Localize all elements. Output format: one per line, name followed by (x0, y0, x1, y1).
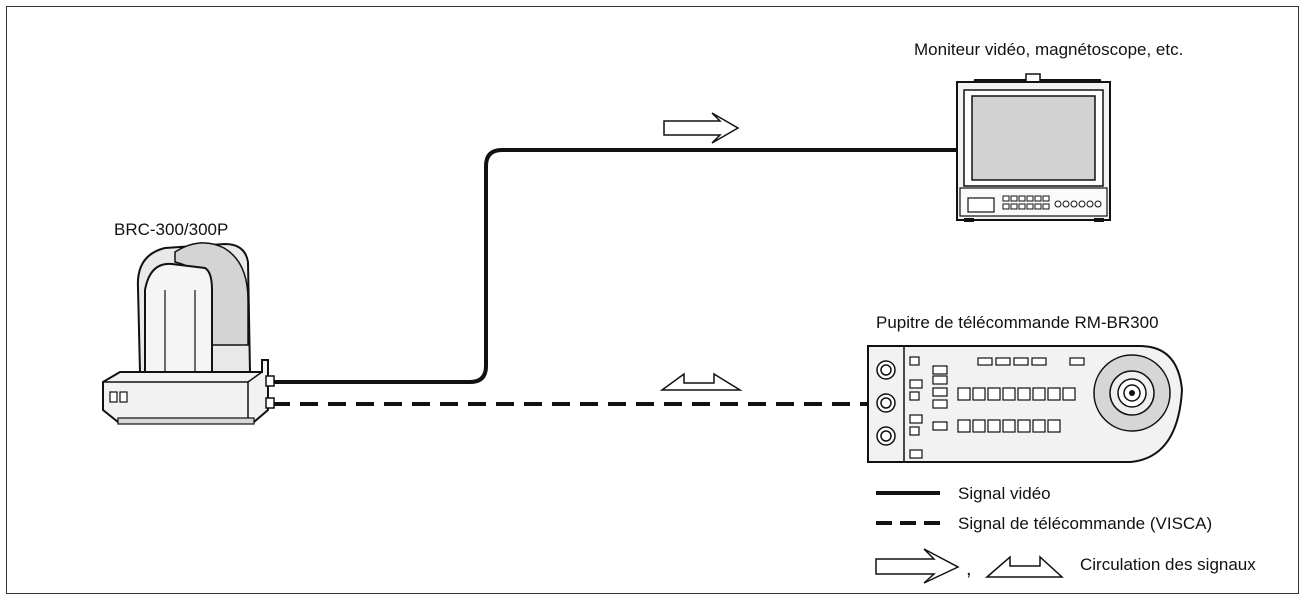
legend-flow-text: Circulation des signaux (1080, 555, 1256, 574)
video-flow-arrow (663, 112, 740, 144)
legend-forward-arrow-icon (875, 548, 960, 584)
legend-control-text: Signal de télécommande (VISCA) (958, 514, 1213, 533)
legend-bidirectional-arrow-icon (984, 555, 1064, 578)
monitor-label: Moniteur vidéo, magnétoscope, etc. (914, 40, 1184, 59)
video-cable (272, 148, 958, 384)
monitor-device (956, 73, 1111, 222)
panel-label: Pupitre de télécommande RM-BR300 (876, 313, 1159, 332)
diagram-frame (6, 6, 1299, 594)
control-flow-arrow (659, 372, 743, 391)
remote-panel-device (867, 345, 1184, 463)
legend-video-text: Signal vidéo (958, 484, 1051, 503)
camera-device (102, 242, 275, 425)
camera-label: BRC-300/300P (114, 220, 229, 239)
legend-separator: , (966, 558, 972, 580)
